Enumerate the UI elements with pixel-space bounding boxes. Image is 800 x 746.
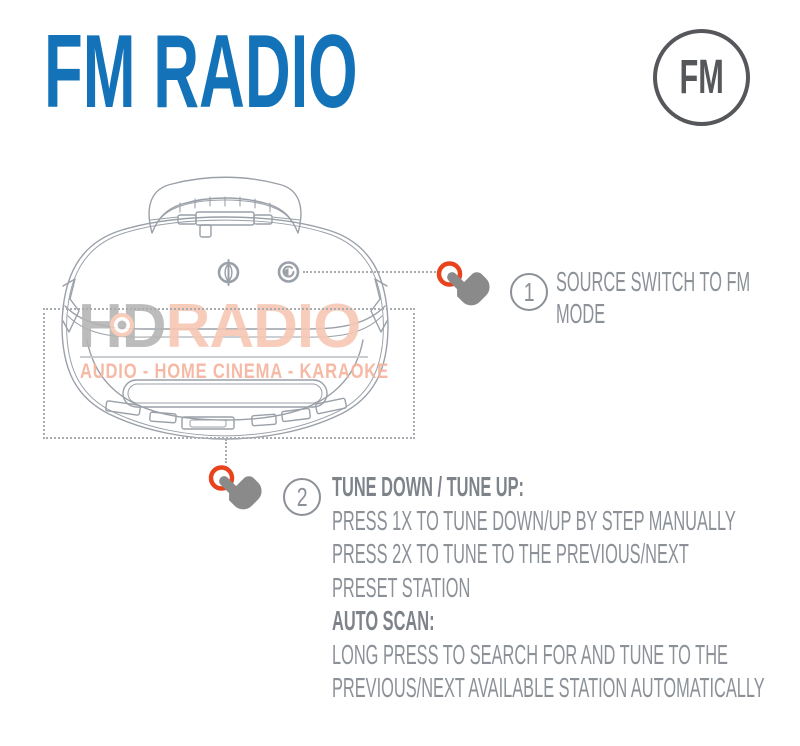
step-1-number: 1: [523, 276, 535, 307]
step-text-line: PREVIOUS/NEXT AVAILABLE STATION AUTOMATI…: [332, 672, 765, 703]
tap-ring: [208, 465, 235, 491]
step-text-line: PRESET STATION: [332, 571, 471, 603]
tap-hand-icon: [208, 465, 262, 510]
target-logo-icon: [110, 313, 134, 337]
fm-circle-icon: FM: [653, 29, 750, 126]
callout-line-source: [303, 271, 436, 273]
watermark-tagline: AUDIO - HOME CINEMA - KARAOKE: [80, 360, 389, 383]
step-1-number-badge: 1: [510, 273, 548, 311]
tune-buttons-highlight-zone: [43, 308, 415, 439]
page-title: FM RADIO: [44, 14, 358, 130]
brand-watermark: HDRADIO AUDIO - HOME CINEMA - KARAOKE: [78, 296, 388, 384]
step-text-line: LONG PRESS TO SEARCH FOR AND TUNE TO THE: [332, 638, 728, 670]
watermark-brand-radio: RADIO: [165, 292, 362, 361]
step-2-number: 2: [296, 481, 308, 512]
source-knob-icon: [277, 261, 300, 283]
step-text-heading: AUTO SCAN:: [332, 605, 435, 636]
watermark-divider: [80, 356, 368, 358]
handle-outline: [148, 176, 302, 234]
speaker-top-view-illustration: [61, 176, 389, 440]
step-text-line: PRESS 1X TO TUNE DOWN/UP BY STEP MANUALL…: [332, 504, 736, 536]
callout-line-tune: [225, 439, 227, 463]
tap-ring: [436, 261, 463, 287]
tap-hand-icon: [436, 261, 490, 306]
step-text-line: SOURCE SWITCH TO FM: [556, 266, 751, 297]
step-text-line: PRESS 2X TO TUNE TO THE PREVIOUS/NEXT: [332, 538, 689, 569]
left-clip: [62, 278, 80, 333]
fm-badge-label: FM: [679, 51, 724, 104]
step-2-instructions: TUNE DOWN / TUNE UP: PRESS 1X TO TUNE DO…: [332, 470, 800, 705]
body-outline: [61, 216, 389, 440]
step-1-instructions: SOURCE SWITCH TO FM MODE: [556, 266, 800, 330]
right-clip: [370, 278, 388, 333]
power-knob-icon: [217, 259, 240, 286]
step-2-number-badge: 2: [283, 478, 321, 516]
step-text-heading: TUNE DOWN / TUNE UP:: [332, 471, 525, 502]
step-text-line: MODE: [556, 298, 606, 329]
target-logo-dot: [117, 320, 127, 330]
